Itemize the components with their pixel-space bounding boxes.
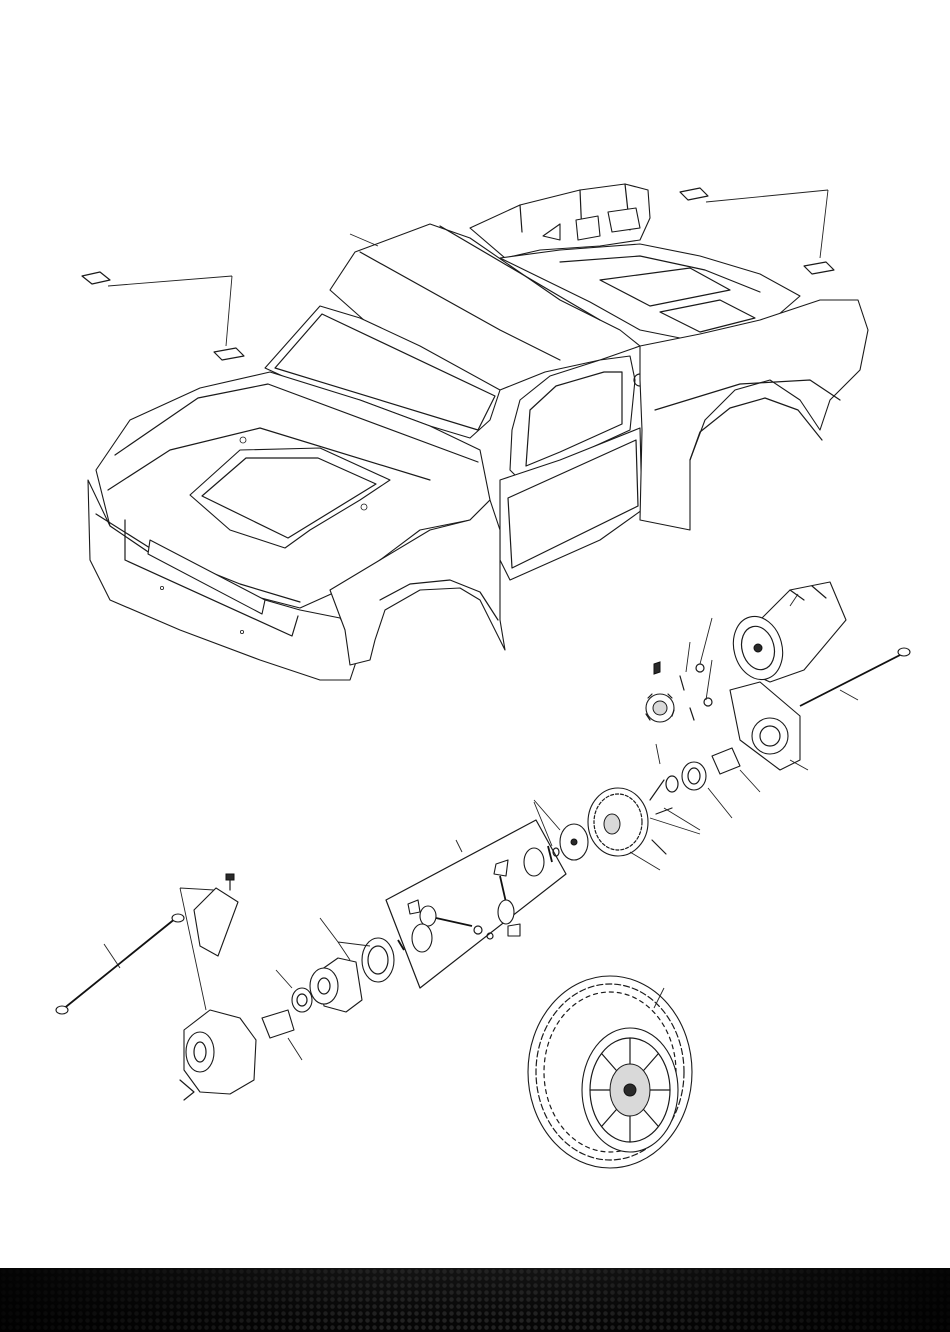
gear-cover (180, 874, 256, 1100)
wheel-tire (528, 976, 692, 1168)
electric-motor (727, 582, 846, 685)
truck-body (88, 184, 868, 680)
differential-gears (386, 820, 566, 988)
pinion-gear (646, 618, 712, 722)
exploded-parts-diagram (0, 0, 950, 1268)
footer-band (0, 1268, 950, 1332)
differential-case (310, 918, 394, 1012)
spur-gear (588, 780, 700, 870)
motor-plate (730, 682, 808, 770)
